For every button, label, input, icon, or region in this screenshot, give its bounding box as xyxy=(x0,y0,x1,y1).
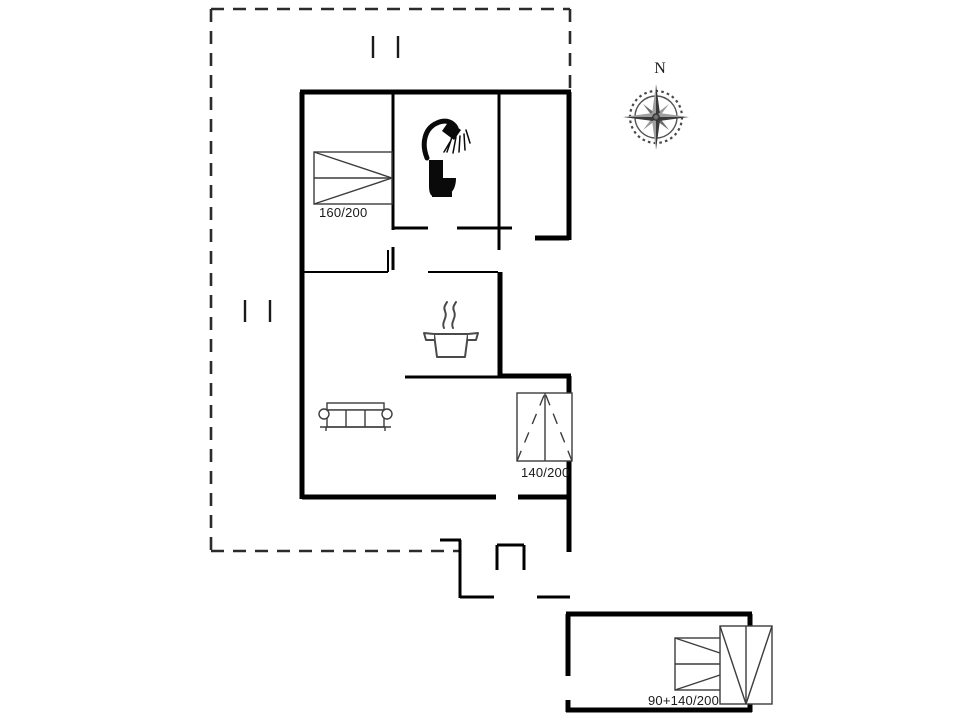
annex-bed-v-diag-right xyxy=(745,625,773,705)
pot-handle-left xyxy=(423,332,435,341)
shower-head-icon xyxy=(421,118,471,161)
bed-icon-annex-vertical xyxy=(719,625,773,705)
sofa-arm-right xyxy=(381,408,393,420)
bed-140-diag-left xyxy=(516,392,546,462)
shower-head xyxy=(442,121,461,140)
main-building-outline xyxy=(299,89,572,552)
entry-porch-outline xyxy=(440,538,570,599)
bed-icon-160 xyxy=(313,151,393,205)
bed-140-diag-right xyxy=(544,392,573,462)
bed-140-label: 140/200 xyxy=(521,465,569,480)
compass-hub xyxy=(652,113,660,121)
terrace-step-marks xyxy=(243,36,400,322)
terrace-outline xyxy=(209,7,572,553)
annex-bed-label: 90+140/200 xyxy=(648,693,719,708)
toilet-icon xyxy=(429,160,456,197)
bed-160-diag-bottom xyxy=(313,177,393,205)
cooking-pot-icon xyxy=(423,301,479,358)
pot-handle-right xyxy=(467,332,479,341)
annex-bed-group xyxy=(674,625,773,705)
double-bed-icon-140 xyxy=(516,392,573,462)
sofa-backrest xyxy=(326,402,385,411)
toilet-base xyxy=(432,192,452,197)
compass-north-label: N xyxy=(654,60,666,77)
bed-160-label: 160/200 xyxy=(319,205,367,220)
toilet-bowl xyxy=(429,178,456,196)
shower-spray xyxy=(443,129,471,154)
sofa-seat xyxy=(326,409,385,428)
sofa-arm-left xyxy=(318,408,330,420)
compass-rose-icon: N xyxy=(623,60,689,150)
pot-body xyxy=(433,333,469,358)
interior-walls xyxy=(304,94,512,379)
compass-major-points xyxy=(623,84,689,150)
pot-steam xyxy=(442,301,457,329)
sofa-icon xyxy=(318,402,393,431)
annex-bed-v-diag-left xyxy=(719,625,747,705)
bed-160-diag-top xyxy=(313,151,393,179)
